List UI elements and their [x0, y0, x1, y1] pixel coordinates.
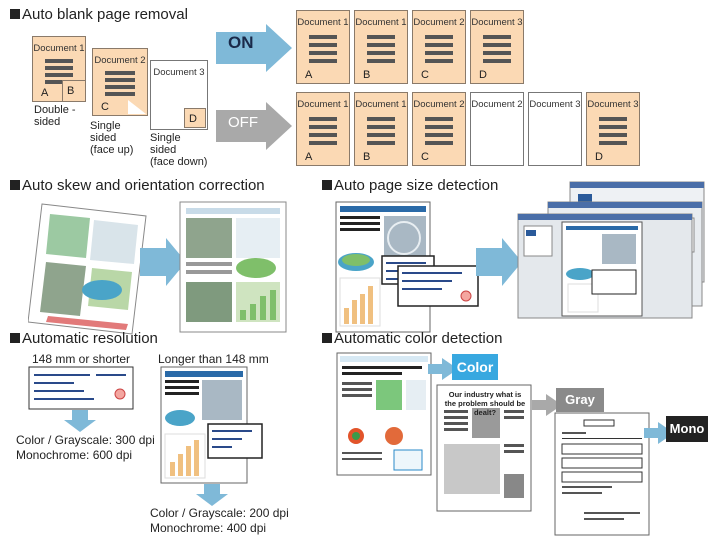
document-letter: D — [595, 151, 603, 163]
document-title: Document 3 — [471, 17, 523, 28]
document-letter: C — [421, 151, 429, 163]
off-document-2: Document 1 B — [354, 92, 408, 166]
page-curl — [128, 100, 146, 114]
long-size-label: Longer than 148 mm — [158, 352, 269, 366]
long-color-res: Color / Grayscale: 200 dpi — [150, 506, 289, 520]
off-document-3: Document 2 C — [412, 92, 466, 166]
on-label: ON — [228, 33, 254, 52]
skew-arrow — [140, 238, 186, 286]
document-title: Document 2 — [471, 99, 523, 110]
document-title: Document 1 — [355, 99, 407, 110]
page-curl-d: D — [184, 108, 206, 128]
document-letter: A — [305, 151, 313, 163]
short-color-res: Color / Grayscale: 300 dpi — [16, 433, 155, 447]
off-document-6: Document 3 D — [586, 92, 640, 166]
on-document-4: Document 3 D — [470, 10, 524, 84]
document-letter: C — [421, 69, 429, 81]
mono-tag: Mono — [666, 416, 708, 442]
mixed-size-pages — [335, 201, 479, 333]
document-letter: A — [305, 69, 313, 81]
long-mono-res: Monochrome: 400 dpi — [150, 521, 267, 535]
mono-page-image — [554, 412, 650, 536]
section-title-size: Auto page size detection — [322, 177, 498, 194]
section-title-color: Automatic color detection — [322, 330, 502, 347]
short-size-label: 148 mm or shorter — [32, 352, 131, 366]
document-title: Document 1 — [297, 17, 349, 28]
long-res-arrow — [196, 484, 228, 506]
section-title-skew: Auto skew and orientation correction — [10, 177, 265, 194]
document-title: Document 1 — [355, 17, 407, 28]
on-arrow — [216, 24, 292, 72]
corrected-page-image — [179, 201, 287, 333]
off-arrow — [216, 102, 292, 150]
mono-arrow — [644, 422, 674, 444]
color-page-image — [336, 352, 432, 476]
gray-arrow — [532, 394, 562, 416]
document-title: Document 1 — [297, 99, 349, 110]
document-title: Document 3 — [529, 99, 581, 110]
on-document-1: Document 1 A — [296, 10, 350, 84]
section-title-resolution: Automatic resolution — [10, 330, 158, 347]
short-res-arrow — [64, 410, 96, 432]
on-document-2: Document 1 B — [354, 10, 408, 84]
document-title: Document 2 — [413, 99, 465, 110]
small-card-image — [28, 366, 134, 410]
caption-single-face-up: Single sided (face up) — [90, 120, 134, 156]
page-curl-b: B — [62, 80, 86, 102]
off-document-4: Document 2 — [470, 92, 524, 166]
on-document-3: Document 2 C — [412, 10, 466, 84]
caption-double-sided: Double - sided — [34, 104, 76, 128]
section-title-blank: Auto blank page removal — [10, 6, 188, 23]
detected-size-windows — [517, 181, 705, 319]
input-document-1: Document 1 A — [32, 36, 86, 102]
color-arrow — [428, 358, 458, 380]
off-document-5: Document 3 — [528, 92, 582, 166]
caption-single-face-down: Single sided (face down) — [150, 132, 208, 168]
off-label: OFF — [228, 114, 258, 131]
document-letter: B — [363, 69, 371, 81]
skewed-page-image — [28, 203, 147, 335]
gray-page-heading: Our industry what is the problem should … — [444, 390, 526, 417]
gray-page-image — [436, 384, 532, 512]
short-mono-res: Monochrome: 600 dpi — [16, 448, 133, 462]
document-letter: B — [363, 151, 371, 163]
off-document-1: Document 1 A — [296, 92, 350, 166]
large-page-image — [160, 366, 263, 484]
document-title: Document 2 — [413, 17, 465, 28]
document-title: Document 3 — [587, 99, 639, 110]
size-arrow — [476, 238, 522, 286]
gray-tag: Gray — [556, 388, 604, 412]
color-tag: Color — [452, 354, 498, 380]
document-letter: D — [479, 69, 487, 81]
